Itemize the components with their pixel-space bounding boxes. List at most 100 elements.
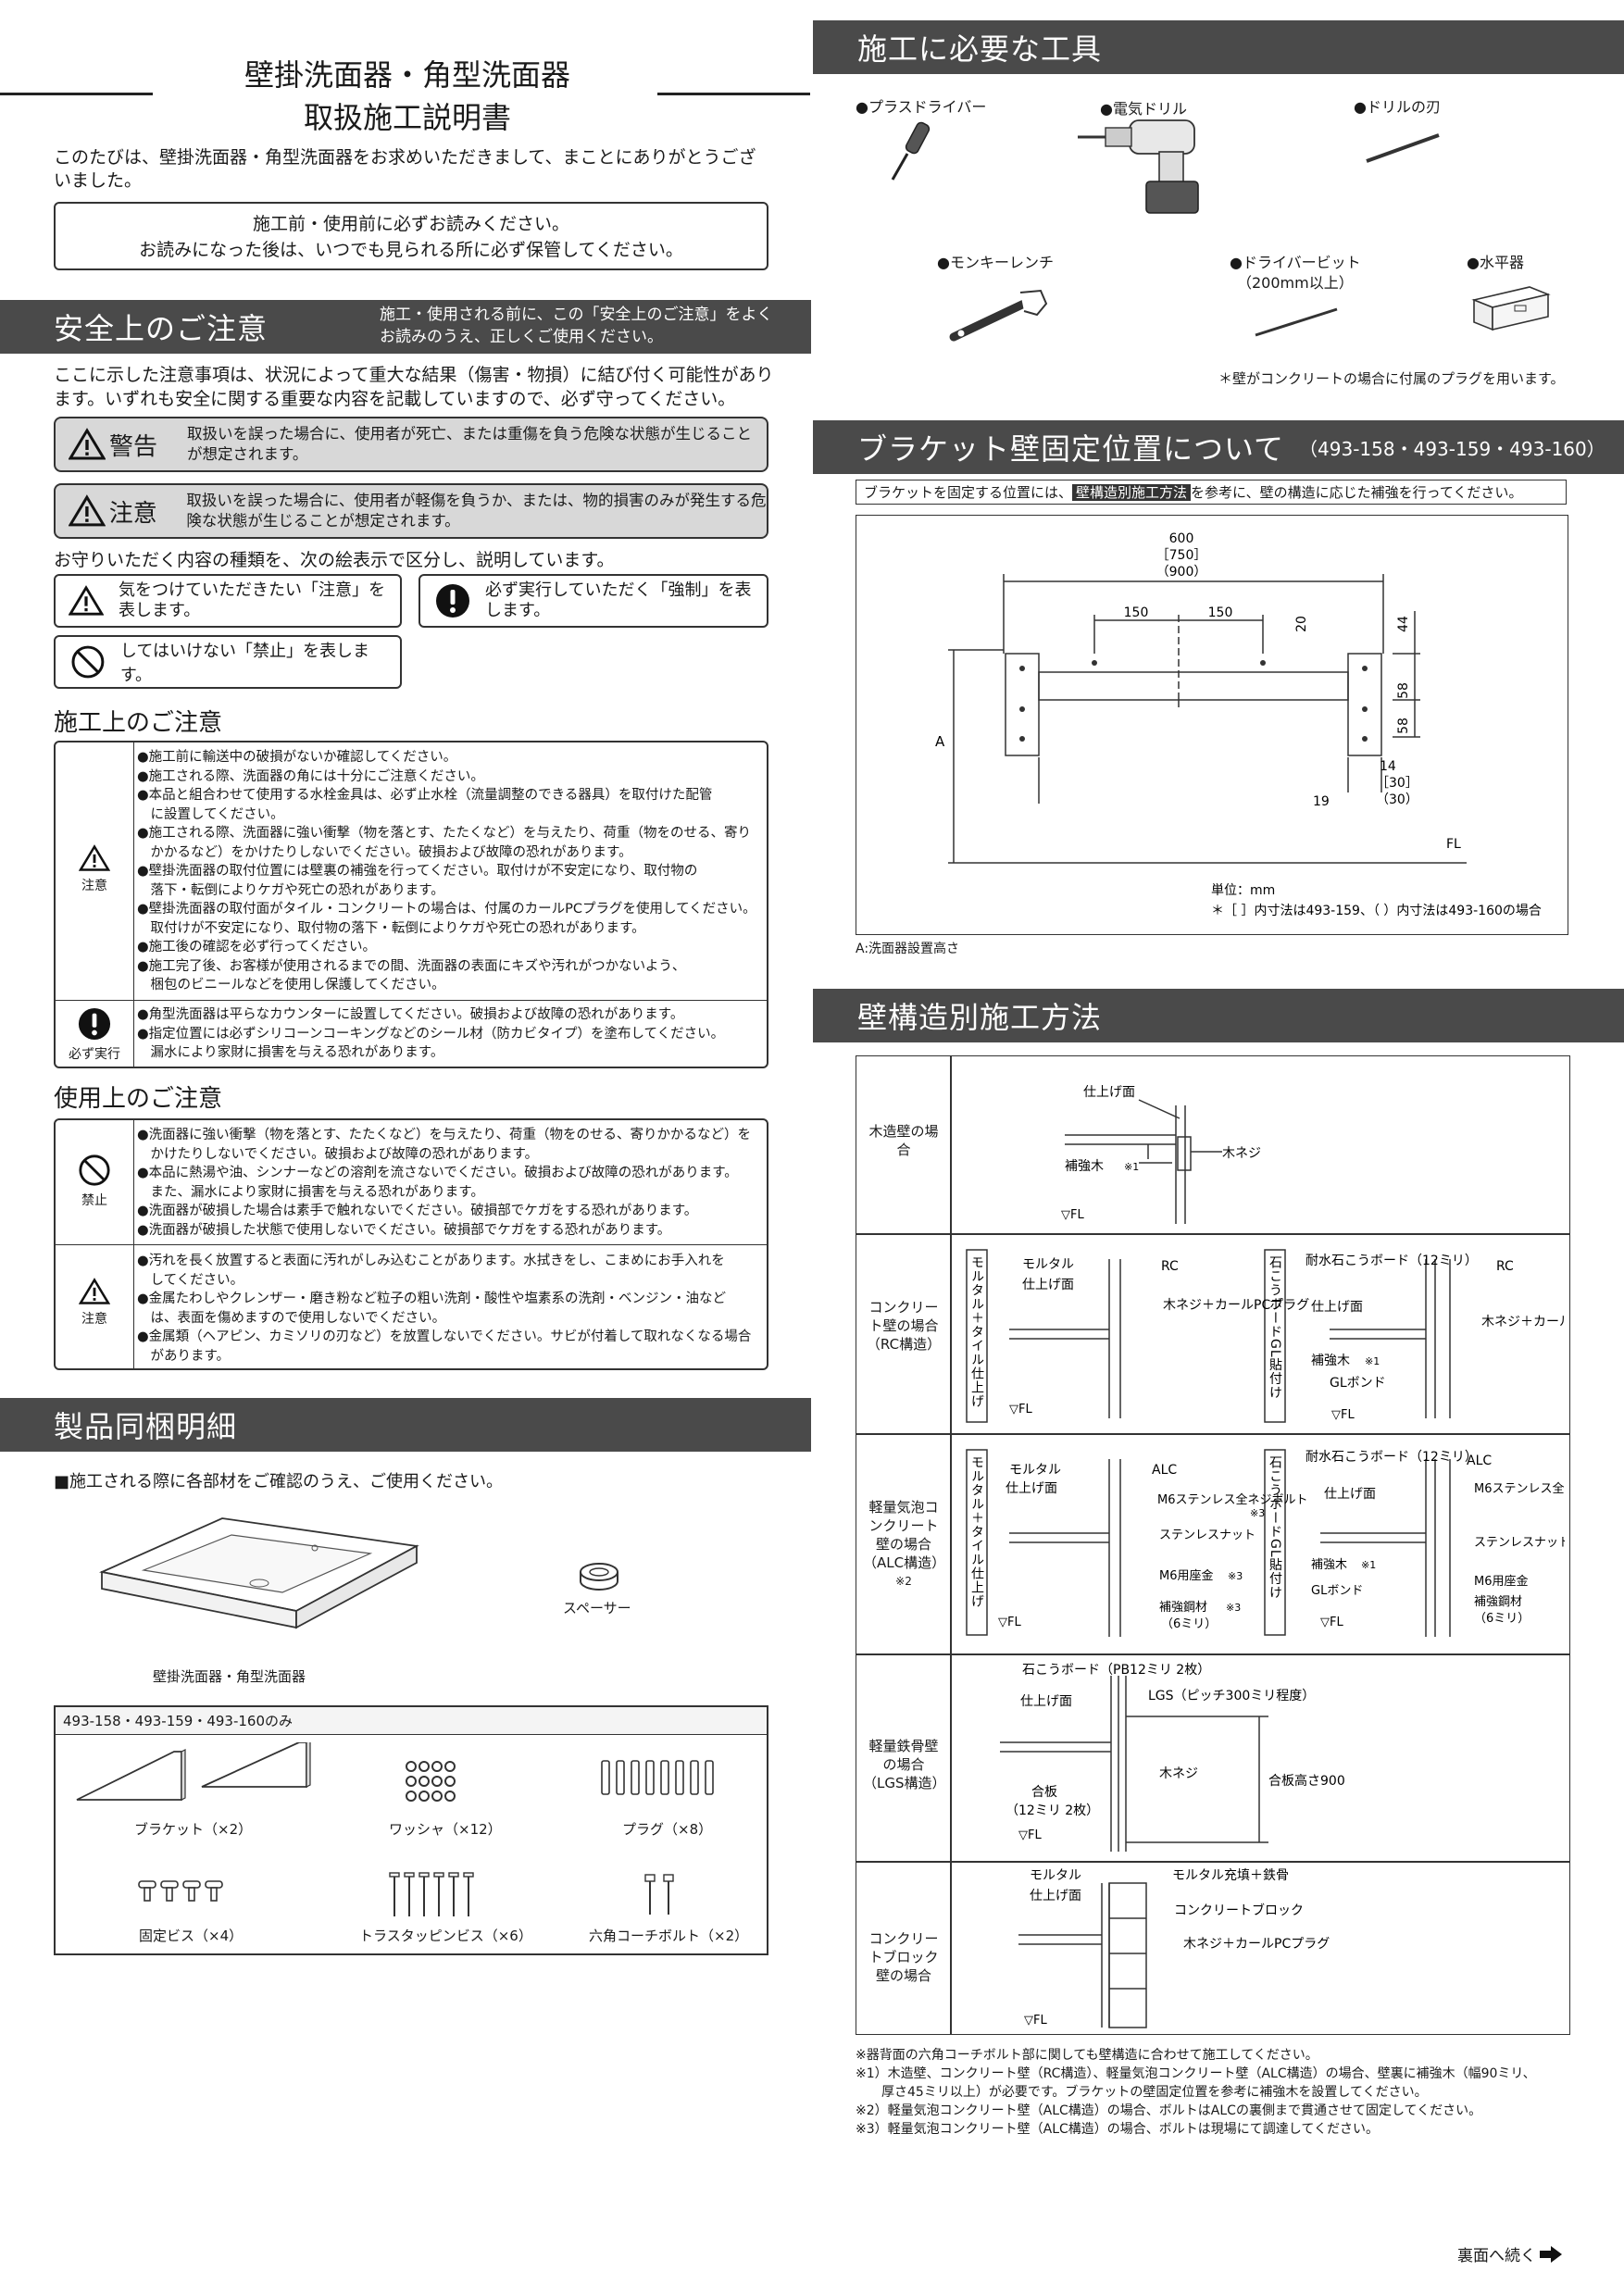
block-wall-diagram: モルタル モルタル充填＋鉄骨 仕上げ面 コンクリートブロック 木ネジ＋カールPC… xyxy=(1018,1868,1330,2028)
wood-wall-diagram: 仕上げ面 木ネジ 補強木 ※1 ▽FL xyxy=(1061,1085,1261,1224)
level-icon xyxy=(1471,286,1551,331)
rc-board-gl: 石こうボードGL貼付け xyxy=(1268,1255,1282,1400)
truss-screw-label: トラスタッピンビス（×6） xyxy=(359,1928,532,1944)
alc-taika-board: 耐水石こうボード（12ミリ） xyxy=(1305,1450,1478,1465)
warning-box: 警告 取扱いを誤った場合に、使用者が死亡、または重傷を負う危険な状態が生じること… xyxy=(54,417,768,472)
install-mandatory-label: 必ず実行 xyxy=(69,1047,120,1062)
bracket-position-diagram: 600 ［750］ （900） 150 150 20 44 58 58 14 ［… xyxy=(935,531,1542,918)
tool-wrench-label: ●モンキーレンチ xyxy=(937,254,1054,271)
list-item: ●施工後の確認を必ず行ってください。 xyxy=(137,940,376,955)
safety-heading-note: 施工・使用される前に、この「安全上のご注意」をよくお読みのうえ、正しくご使用くだ… xyxy=(380,306,773,346)
tools-heading: 施工に必要な工具 xyxy=(857,31,1103,67)
warning-label: 警告 xyxy=(109,432,158,461)
tool-driver-bit-label: ●ドライバービット xyxy=(1230,254,1361,271)
bracket-heading-bar: ブラケット壁固定位置について （493-158・493-159・493-160） xyxy=(813,420,1624,474)
alc-hokyougi: 補強木 xyxy=(1311,1558,1347,1572)
use-prohibit-label: 禁止 xyxy=(81,1193,107,1208)
footnote: ※2）軽量気泡コンクリート壁（ALC構造）の場合、ボルトはALCの裏側まで貫通さ… xyxy=(856,2103,1482,2118)
safety-heading: 安全上のご注意 xyxy=(54,311,269,346)
driver-bit-icon xyxy=(1255,307,1338,337)
read-notice-box: 施工前・使用前に必ずお読みください。 お読みになった後は、いつでも見られる所に必… xyxy=(54,202,768,270)
page-title-line2: 取扱施工説明書 xyxy=(303,100,511,135)
alc-steel: 補強鋼材 xyxy=(1159,1601,1207,1615)
alc-mark1: ※1 xyxy=(1361,1559,1376,1571)
list-item: ●金属たわしやクレンザー・磨き粉など粒子の粗い洗剤・酸性や塩素系の洗剤・ベンジン… xyxy=(137,1292,727,1306)
alc-wall-diagram: モルタル＋タイル仕上げ モルタル 仕上げ面 ALC M6ステンレス全ネジボルト … xyxy=(966,1449,1565,1637)
contents-heading: 製品同梱明細 xyxy=(54,1409,238,1444)
wall-row4-label: 軽量鉄骨壁の場合（LGS構造） xyxy=(863,1738,946,1791)
caution-triangle-icon xyxy=(69,585,104,616)
wall-row-divider xyxy=(856,1653,1570,1655)
read-notice-line2: お読みになった後は、いつでも見られる所に必ず保管してください。 xyxy=(139,240,683,260)
symbols-lead: お守りいただく内容の種類を、次の絵表示で区分し、説明しています。 xyxy=(54,550,615,570)
rc-fl: ▽FL xyxy=(1009,1403,1032,1416)
basin-illustration xyxy=(99,1517,419,1629)
unit-label: 単位：mm xyxy=(1211,883,1275,898)
caution-triangle-icon xyxy=(78,844,111,871)
list-item: 漏水により家財に損害を与える恐れがあります。 xyxy=(137,1045,444,1060)
footnote: ※器背面の六角コーチボルト部に関しても壁構造に合わせて施工してください。 xyxy=(856,2048,1318,2063)
list-item: かけたりしないでください。破損および故障の恐れがあります。 xyxy=(137,1146,539,1162)
alc-shiagemen: 仕上げ面 xyxy=(1006,1481,1057,1496)
alc-m6-bolt-2: M6ステンレス全ネジボルト xyxy=(1474,1481,1565,1496)
rc-mark1: ※1 xyxy=(1365,1355,1380,1367)
dim-20: 20 xyxy=(1294,616,1309,632)
list-item: は、表面を傷めますので使用しないでください。 xyxy=(137,1310,446,1326)
tool-drill-label: ●電気ドリル xyxy=(1100,100,1187,118)
bracket-lead: ブラケットを固定する位置には、壁構造別施工方法を参考に、壁の構造に応じた補強を行… xyxy=(856,480,1567,505)
footnote: ※1）木造壁、コンクリート壁（RC構造）、軽量気泡コンクリート壁（ALC構造）の… xyxy=(856,2066,1536,2081)
caution-triangle-icon xyxy=(69,494,106,527)
install-notes-table: 注意 ●施工前に輸送中の破損がないか確認してください。 ●施工される際、洗面器の… xyxy=(54,741,768,1068)
alc-board-gl: 石こうボードGL貼付け xyxy=(1268,1455,1282,1600)
install-notes-divider xyxy=(56,1000,767,1001)
dim-44: 44 xyxy=(1396,616,1411,632)
list-item: ●洗面器に強い衝撃（物を落とす、たたくなど）を与えたり、荷重（物をのせる、寄りか… xyxy=(137,1128,751,1142)
block-screw-plug: 木ネジ＋カールPCプラグ xyxy=(1183,1937,1330,1952)
dim-14: 14 xyxy=(1380,759,1396,774)
wall-row-divider xyxy=(856,1233,1570,1235)
use-caution-cell: 注意 xyxy=(56,1278,133,1328)
truss-screw-icon xyxy=(389,1872,474,1916)
drill-bit-icon xyxy=(1366,133,1440,163)
block-mortar: モルタル xyxy=(1030,1868,1081,1883)
dim-a: A xyxy=(935,733,945,750)
list-item: があります。 xyxy=(137,1348,231,1364)
warning-text: 取扱いを誤った場合に、使用者が死亡、または重傷を負う危険な状態が生じることが想定… xyxy=(187,425,753,463)
unit-note: ＊［ ］内寸法は493-159、（ ）内寸法は493-160の場合 xyxy=(1211,904,1542,918)
symbol-mandatory-text: 必ず実行していただく「強制」を表します。 xyxy=(485,580,752,620)
rc-fl-2: ▽FL xyxy=(1331,1408,1355,1422)
lgs-plywood: 合板 xyxy=(1031,1785,1057,1800)
prohibit-icon xyxy=(79,1154,110,1186)
continue-link[interactable]: 裏面へ続く xyxy=(1457,2242,1562,2265)
lgs-shiagemen: 仕上げ面 xyxy=(1020,1694,1072,1709)
block-fl: ▽FL xyxy=(1024,2014,1047,2028)
install-caution-label: 注意 xyxy=(81,879,107,893)
dim-58b: 58 xyxy=(1396,718,1411,734)
list-item: ●本品と組合わせて使用する水栓金具は、必ず止水栓（流量調整のできる器具）を取付け… xyxy=(137,788,713,803)
wall-row3-label: 軽量気泡コンクリート壁の場合（ALC構造） ※2 xyxy=(863,1498,945,1591)
dim-30b: （30） xyxy=(1376,792,1418,807)
alc-gl-bond: GLボンド xyxy=(1311,1584,1363,1598)
list-item: 落下・転倒によりケガや死亡の恐れがあります。 xyxy=(137,882,444,898)
wood-mark1: ※1 xyxy=(1124,1161,1139,1173)
wood-fl: ▽FL xyxy=(1061,1208,1084,1222)
list-item: ●汚れを長く放置すると表面に汚れがしみ込むことがあります。水拭きをし、こまめにお… xyxy=(137,1254,725,1268)
wall-row1-label: 木造壁の場合 xyxy=(868,1123,939,1158)
arrow-right-icon xyxy=(1540,2245,1562,2263)
lgs-wall-diagram: 石こうボード（PB12ミリ 2枚） 仕上げ面 LGS（ピッチ300ミリ程度） 木… xyxy=(1000,1663,1345,1852)
caution-text: 取扱いを誤った場合に、使用者が軽傷を負うか、または、物的損害のみが発生する危険な… xyxy=(186,492,767,530)
a-note: A:洗面器設置高さ xyxy=(856,942,960,956)
lgs-plywood-2: （12ミリ 2枚） xyxy=(1006,1803,1099,1818)
rc-shiagemen: 仕上げ面 xyxy=(1022,1278,1074,1292)
wall-row-divider xyxy=(856,1433,1570,1435)
fl-label: FL xyxy=(1446,837,1461,852)
symbol-caution-text: 気をつけていただきたい「注意」を表します。 xyxy=(119,580,385,620)
list-item: ●洗面器が破損した場合は素手で触れないでください。破損部でケガをする恐れがありま… xyxy=(137,1204,698,1218)
wood-mokuneji: 木ネジ xyxy=(1222,1146,1261,1161)
wall-heading: 壁構造別施工方法 xyxy=(857,1000,1103,1035)
fix-screw-label: 固定ビス（×4） xyxy=(139,1928,244,1944)
dim-900: （900） xyxy=(1156,565,1207,580)
alc-mark3b: ※3 xyxy=(1228,1570,1243,1582)
list-item: ●施工される際、洗面器に強い衝撃（物を落とす、たたくなど）を与えたり、荷重（物を… xyxy=(137,826,751,841)
alc-6mm-2: （6ミリ） xyxy=(1474,1612,1530,1626)
